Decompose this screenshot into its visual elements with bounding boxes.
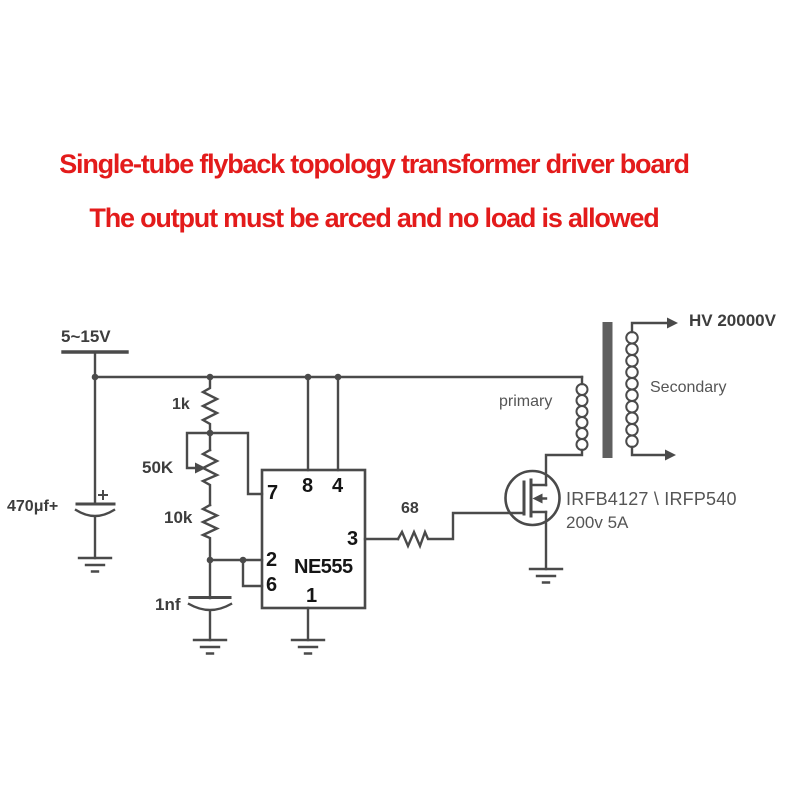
- transformer-core: [602, 322, 613, 458]
- resistor-10k-label: 10k: [164, 508, 193, 527]
- ground-icon: [192, 638, 228, 655]
- secondary-label: Secondary: [650, 379, 727, 396]
- input-capacitor-label: 470μf+: [7, 498, 59, 515]
- primary-label: primary: [499, 393, 553, 410]
- ne555-pin-2: 2: [266, 549, 278, 571]
- mosfet-symbol: [504, 448, 584, 571]
- ne555-name: NE555: [294, 556, 353, 578]
- supply-voltage-label: 5~15V: [61, 327, 111, 346]
- mosfet-part-label: IRFB4127 \ IRFP540: [566, 489, 737, 509]
- transformer-primary-coil: [575, 375, 589, 451]
- timing-capacitor-label: 1nf: [155, 595, 181, 614]
- resistor-1k-symbol: [200, 375, 220, 452]
- secondary-return-arrow: [630, 445, 676, 461]
- hv-output-label: HV 20000V: [689, 311, 776, 330]
- resistor-68-symbol: [396, 511, 524, 550]
- timing-capacitor-symbol: [187, 596, 233, 642]
- resistor-1k-label: 1k: [172, 396, 190, 413]
- ne555-pin-7: 7: [267, 482, 279, 504]
- ne555-box: [260, 468, 367, 610]
- ground-icon: [528, 567, 564, 584]
- ne555-pin-3: 3: [347, 528, 359, 550]
- potentiometer-label: 50K: [142, 458, 174, 477]
- ne555-pin-6: 6: [266, 574, 278, 596]
- page-title: Single-tube flyback topology transformer…: [59, 149, 690, 179]
- junction-dots: [91, 373, 342, 564]
- ground-icon: [290, 638, 326, 655]
- input-capacitor-symbol: [74, 490, 116, 560]
- page-subtitle: The output must be arced and no load is …: [89, 203, 659, 233]
- gate-resistor-label: 68: [401, 500, 419, 517]
- transformer-secondary-coil: [625, 331, 639, 448]
- mosfet-rating-label: 200v 5A: [566, 513, 629, 532]
- ne555-pin-8: 8: [302, 475, 314, 497]
- hv-output-arrow: [630, 317, 678, 334]
- ne555-pin-1: 1: [306, 585, 318, 607]
- ground-icon: [77, 556, 113, 573]
- ic-wiring: [208, 375, 400, 642]
- potentiometer-50k-symbol: [185, 431, 220, 507]
- ne555-pin-4: 4: [332, 475, 344, 497]
- resistor-10k-symbol: [200, 503, 220, 600]
